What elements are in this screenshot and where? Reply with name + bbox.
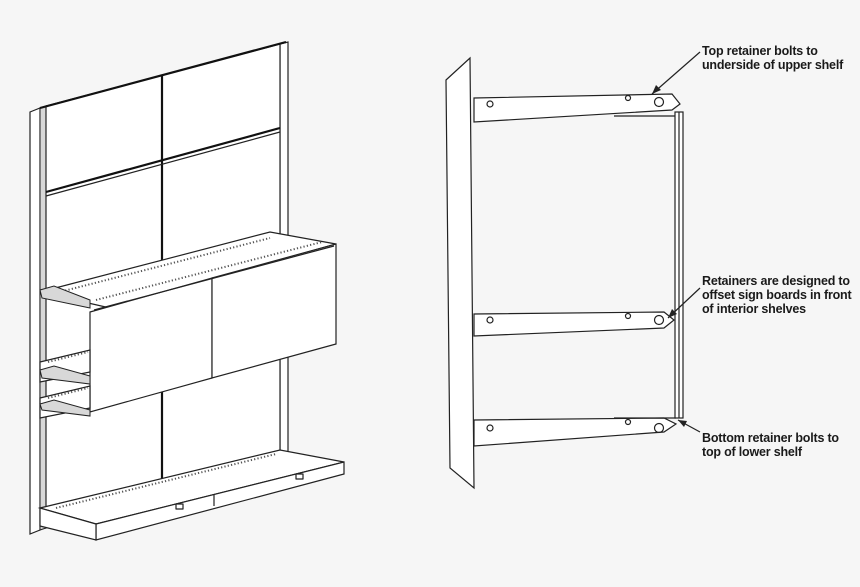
top-bracket-bolt bbox=[653, 96, 665, 108]
upper-panel-seam-inner bbox=[45, 131, 281, 197]
interior-shelf-perforation bbox=[47, 351, 89, 363]
sign-board-top-edge bbox=[93, 245, 335, 311]
bottom-bracket-bolt bbox=[653, 422, 665, 434]
lower-interior-shelf-perforation bbox=[47, 387, 89, 399]
callout-leaders bbox=[651, 51, 701, 433]
middle-bracket-hole-2 bbox=[624, 312, 632, 320]
callout-bottom: Bottom retainer bolts to top of lower sh… bbox=[702, 431, 839, 459]
middle-leader-arrowhead bbox=[668, 309, 677, 318]
side-back-panel bbox=[445, 56, 475, 490]
bottom-leader-arrowhead bbox=[678, 420, 687, 427]
callout-top-line-2: underside of upper shelf bbox=[702, 58, 844, 72]
top-bracket-hole-1 bbox=[486, 100, 494, 108]
callout-middle-line-1: Retainers are designed to bbox=[702, 274, 850, 288]
top-bracket-hole-2 bbox=[624, 94, 632, 102]
bottom-bracket-hole-2 bbox=[624, 418, 632, 426]
base-shelf-perforation bbox=[55, 453, 277, 509]
callout-bottom-line-2: top of lower shelf bbox=[702, 445, 802, 459]
top-rail bbox=[39, 40, 287, 110]
base-side-plate bbox=[39, 507, 97, 541]
upper-shelf-perforation bbox=[51, 237, 271, 295]
callout-bottom-line-1: Bottom retainer bolts to bbox=[702, 431, 839, 445]
upper-shelf-bracket bbox=[39, 285, 91, 309]
upper-panel-seam bbox=[45, 126, 281, 194]
lower-interior-bracket bbox=[39, 399, 91, 417]
left-upright bbox=[29, 107, 41, 535]
shelving-unit bbox=[29, 40, 345, 541]
bottom-bracket bbox=[473, 417, 678, 447]
sign-board-right bbox=[211, 243, 337, 379]
bottom-bracket-hole-1 bbox=[486, 424, 494, 432]
top-bracket bbox=[473, 93, 681, 123]
callout-top: Top retainer bolts to underside of upper… bbox=[702, 44, 843, 72]
callout-top-line-1: Top retainer bolts to bbox=[702, 44, 818, 58]
upper-shelf-front-perforation bbox=[95, 241, 323, 301]
callout-middle-line-2: offset sign boards in front bbox=[702, 288, 852, 302]
top-leader-arrowhead bbox=[652, 85, 661, 94]
middle-bracket-bolt bbox=[653, 314, 665, 326]
base-slot-right bbox=[295, 473, 304, 480]
side-view bbox=[445, 51, 701, 490]
callout-middle: Retainers are designed to offset sign bo… bbox=[702, 274, 852, 316]
middle-bracket-hole-1 bbox=[486, 316, 494, 324]
top-leader-line bbox=[651, 51, 701, 95]
base-slot-left bbox=[175, 503, 184, 510]
callout-middle-line-3: of interior shelves bbox=[702, 302, 806, 316]
middle-bracket bbox=[473, 311, 675, 337]
left-upright-face bbox=[39, 105, 47, 531]
interior-shelf-bracket bbox=[39, 365, 91, 385]
